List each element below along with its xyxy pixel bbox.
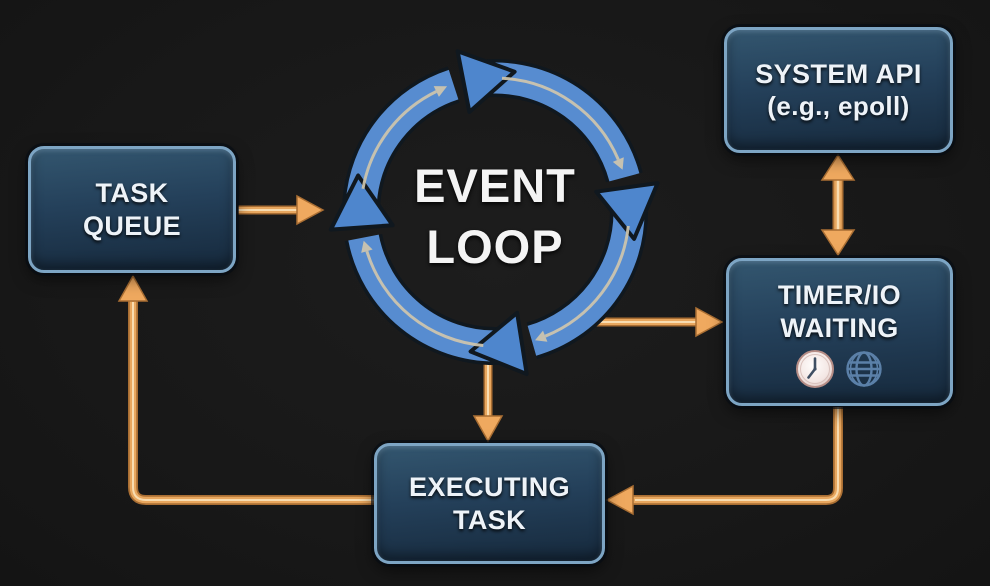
system-api-label-line1: SYSTEM API [755, 58, 922, 89]
system-api-label-line2: (e.g., epoll) [767, 90, 910, 121]
timer-io-label-line2: WAITING [780, 312, 899, 343]
executing-task-label-line2: TASK [452, 504, 527, 535]
event-loop-inner-arrowtips [361, 86, 624, 342]
task-queue-label-line1: TASK [95, 177, 169, 208]
edge-timer-io-to-executing-task [605, 407, 843, 516]
task-queue-node: TASK QUEUE [28, 146, 236, 273]
edge-system-api-timer-io-double-arrow [820, 153, 856, 257]
event-loop-title: EVENT LOOP [414, 155, 576, 277]
task-queue-label-line2: QUEUE [82, 210, 182, 241]
clock-icon [795, 349, 835, 389]
edge-executing-task-to-task-queue [117, 274, 374, 505]
event-loop-title-line2: LOOP [426, 220, 564, 273]
timer-io-icons [795, 349, 884, 389]
event-loop-title-line1: EVENT [414, 158, 576, 212]
executing-task-node: EXECUTING TASK [374, 443, 605, 564]
timer-io-waiting-node: TIMER/IO WAITING [726, 258, 953, 406]
edge-task-queue-to-event-loop [238, 194, 325, 226]
system-api-node: SYSTEM API (e.g., epoll) [724, 27, 953, 153]
timer-io-label-line1: TIMER/IO [777, 279, 902, 310]
globe-icon [844, 349, 884, 389]
event-loop-ring-arrowheads [328, 49, 660, 376]
event-loop-inner-arrows [361, 76, 630, 347]
executing-task-label-line1: EXECUTING [408, 471, 571, 502]
edge-event-loop-to-executing-task [472, 356, 504, 443]
